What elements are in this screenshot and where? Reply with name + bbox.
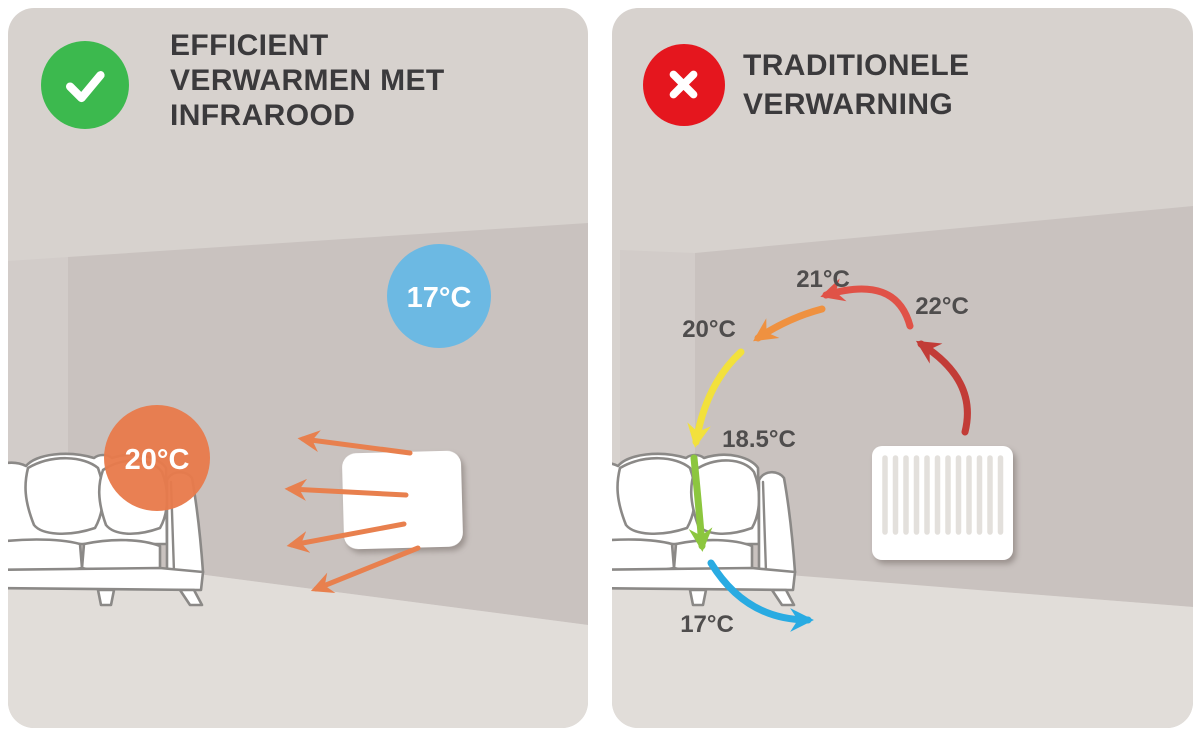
arc-arrow-rise bbox=[915, 340, 971, 436]
temp-felt-label: 20°C bbox=[125, 444, 190, 476]
orange-circle bbox=[104, 405, 210, 511]
temp-above-radiator: 22°C bbox=[915, 293, 969, 320]
scene-infrared: 17°C 20°C bbox=[8, 223, 588, 728]
panel-title-infrared: EFFICIENT VERWARMEN MET INFRAROOD bbox=[170, 28, 445, 133]
floor bbox=[612, 561, 1193, 728]
floor bbox=[8, 549, 588, 728]
title-line: EFFICIENT bbox=[170, 29, 329, 62]
ray-arrow-floor bbox=[310, 545, 421, 594]
arc-arrow-onto-couch bbox=[688, 454, 713, 552]
panel-traditional: 22°C 21°C 20°C 18.5°C 17°C bbox=[612, 8, 1193, 728]
scene-traditional: 22°C 21°C 20°C 18.5°C 17°C bbox=[612, 206, 1193, 728]
temp-far-corner: 20°C bbox=[682, 316, 736, 343]
temp-badge-room-air: 17°C bbox=[387, 244, 491, 348]
ray-arrow-low bbox=[286, 521, 407, 553]
infrared-rays bbox=[284, 430, 421, 594]
title-line: TRADITIONELE bbox=[743, 49, 970, 82]
arc-arrow-ceiling bbox=[820, 278, 914, 330]
cross-icon bbox=[643, 44, 725, 126]
infrared-panel bbox=[342, 450, 463, 550]
ray-arrow-up bbox=[297, 430, 413, 456]
title-line: INFRAROOD bbox=[170, 99, 356, 132]
temp-floor: 17°C bbox=[680, 611, 734, 638]
temp-badge-felt: 20°C bbox=[104, 405, 210, 511]
arc-arrow-floor bbox=[707, 559, 814, 632]
convection-arrows bbox=[687, 278, 971, 448]
check-icon bbox=[41, 41, 129, 129]
couch bbox=[612, 452, 797, 607]
temp-above-couch: 18.5°C bbox=[722, 426, 796, 453]
blue-circle bbox=[387, 244, 491, 348]
arc-arrow-descend bbox=[687, 348, 745, 448]
title-line: VERWARMEN MET bbox=[170, 64, 445, 97]
panel-infrared: 17°C 20°C bbox=[8, 8, 588, 728]
ray-arrow-mid bbox=[284, 478, 409, 501]
arc-arrow-across bbox=[753, 305, 826, 342]
temp-ceiling: 21°C bbox=[796, 266, 850, 293]
radiator-slats bbox=[882, 455, 1004, 535]
temp-room-air-label: 17°C bbox=[407, 282, 472, 314]
title-line: VERWARNING bbox=[743, 88, 954, 121]
panel-title-traditional: TRADITIONELE VERWARNING bbox=[743, 46, 969, 124]
radiator bbox=[872, 446, 1013, 560]
